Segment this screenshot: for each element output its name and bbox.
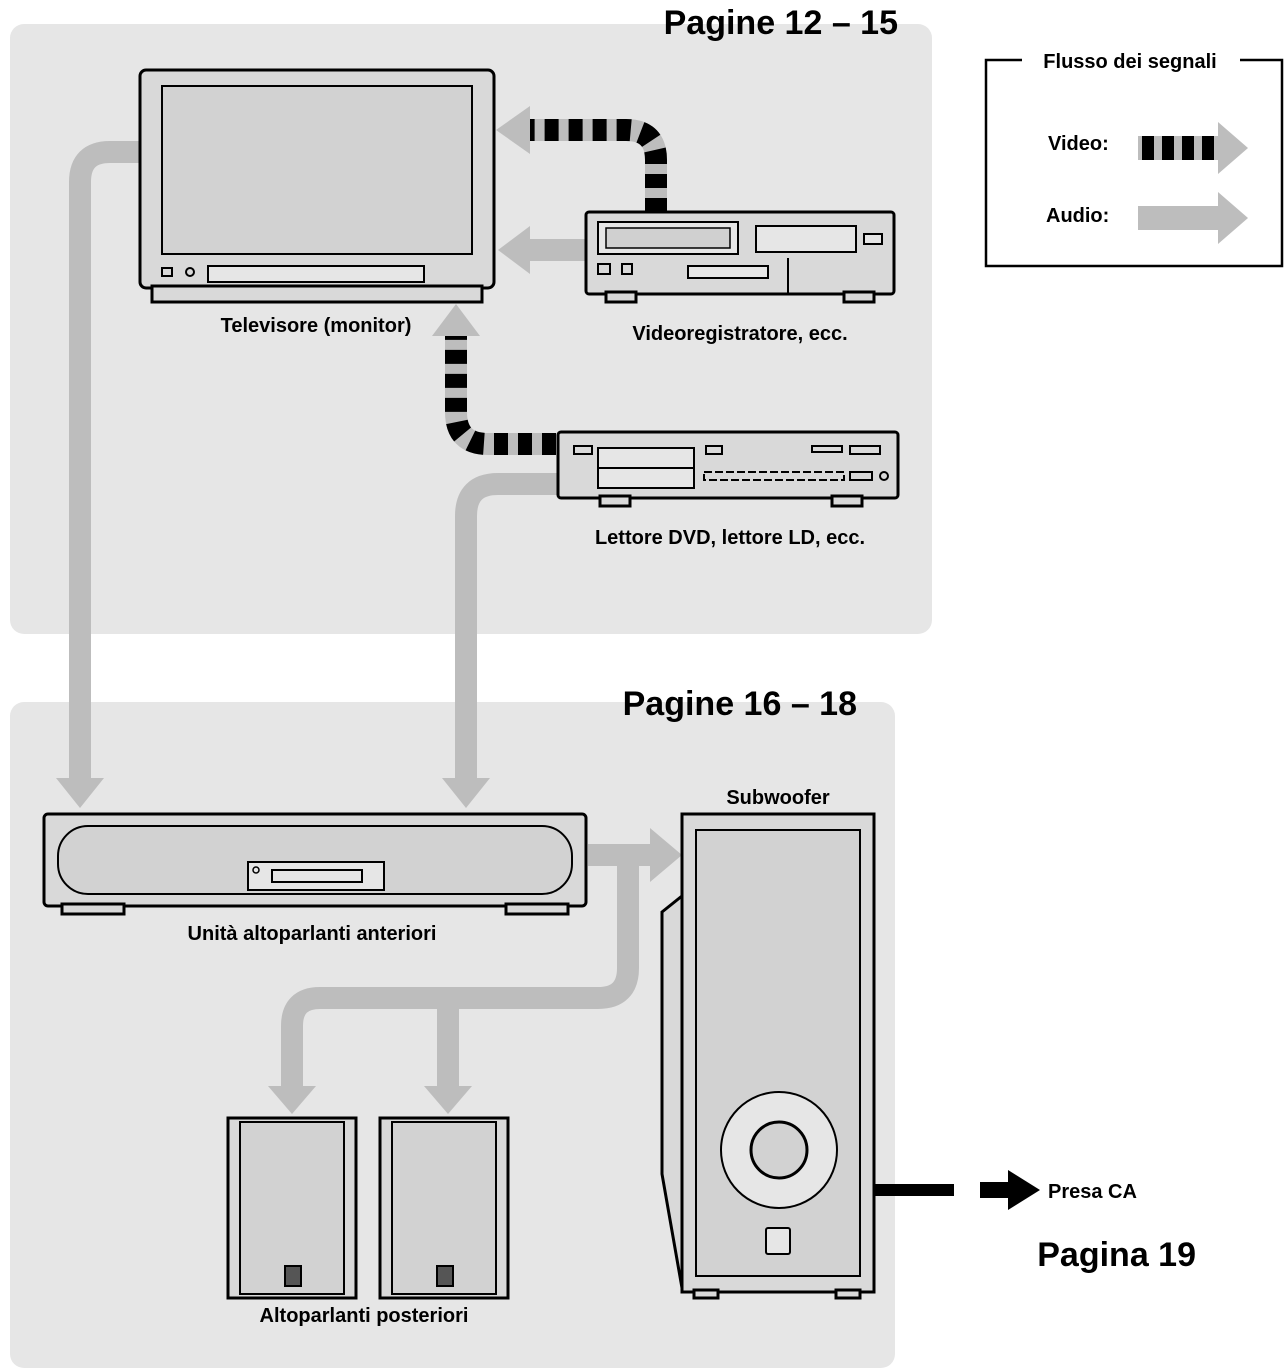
audio-arrow-vcr-to-tv [498, 226, 586, 274]
rear-speaker-label: Altoparlanti posteriori [260, 1305, 469, 1327]
tv-label: Televisore (monitor) [221, 315, 412, 337]
television-icon [138, 68, 496, 304]
legend-box: Flusso dei segnali Video: Audio: [984, 51, 1284, 268]
rear-speaker-left-icon [226, 1116, 358, 1300]
audio-arrow-dvd-to-front [442, 473, 558, 808]
vcr-icon [584, 210, 896, 304]
front-speaker-label: Unità altoparlanti anteriori [188, 923, 437, 945]
rear-speaker-right-icon [378, 1116, 510, 1300]
section-title-top: Pagine 12 – 15 [664, 4, 898, 42]
video-arrow-dvd-to-tv [432, 304, 556, 455]
ac-outlet-label: Presa CA [1048, 1181, 1137, 1203]
section-title-bottom: Pagine 16 – 18 [623, 685, 857, 723]
audio-arrow-tv-to-front [56, 141, 140, 808]
subwoofer-icon [660, 812, 876, 1300]
dvd-player-icon [556, 430, 900, 508]
legend-audio-arrow [1138, 192, 1248, 244]
front-speaker-unit-icon [42, 812, 588, 916]
video-arrow-vcr-to-tv [496, 106, 667, 212]
dvd-label: Lettore DVD, lettore LD, ecc. [595, 527, 865, 549]
legend-title: Flusso dei segnali [1043, 51, 1216, 73]
audio-arrow-to-rear [268, 855, 639, 1114]
legend-video-label: Video: [1048, 133, 1109, 155]
vcr-label: Videoregistratore, ecc. [632, 323, 847, 345]
power-cord [874, 1170, 1040, 1210]
subwoofer-label: Subwoofer [726, 787, 830, 809]
section-title-power: Pagina 19 [1037, 1236, 1196, 1274]
legend-audio-label: Audio: [1046, 205, 1109, 227]
legend-video-arrow [1138, 122, 1248, 174]
